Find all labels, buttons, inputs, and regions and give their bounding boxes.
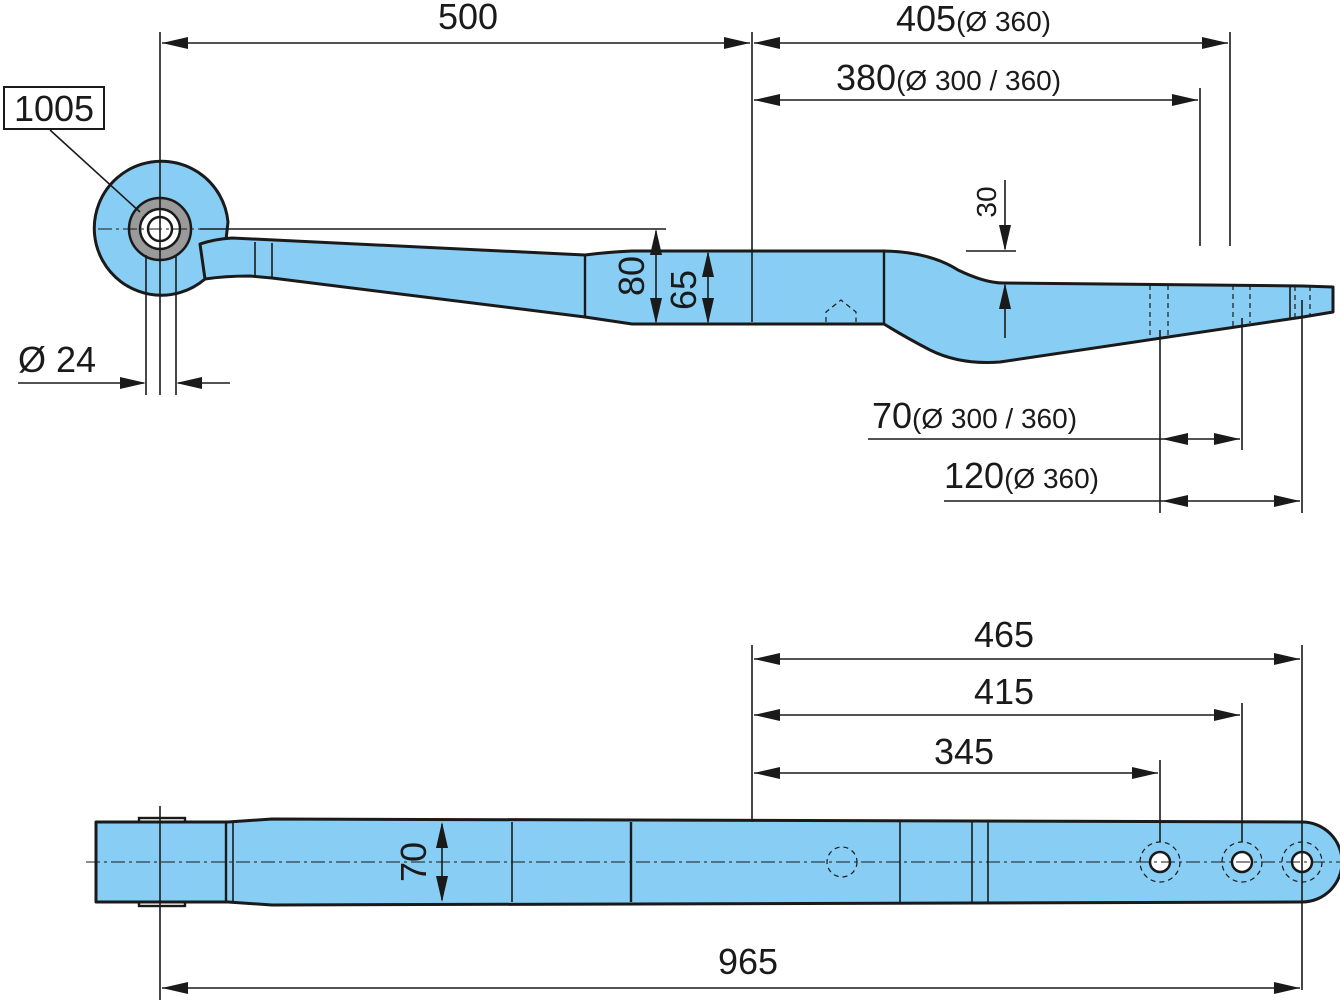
part-number: 1005: [14, 88, 94, 129]
dim-345: 345: [934, 731, 994, 772]
dim-500: 500: [438, 0, 498, 37]
top-dimension-lines: [159, 645, 1303, 1000]
dim-120-label: 120(Ø 360): [944, 455, 1099, 496]
dim-65: 65: [663, 270, 704, 310]
spring-leaf-side: [198, 236, 1335, 364]
top-view: [86, 816, 1340, 908]
dim-380-label: 380(Ø 300 / 360): [836, 57, 1061, 98]
hidden-center-bolt: [825, 299, 857, 322]
dim-70-label: 70(Ø 300 / 360): [872, 395, 1077, 436]
eye-edge-top: [137, 816, 187, 824]
dim-415: 415: [974, 671, 1034, 712]
dim-405-label: 405(Ø 360): [896, 0, 1051, 39]
dim-80: 80: [611, 256, 652, 296]
dim-width-70: 70: [393, 842, 434, 882]
side-view: [92, 159, 1335, 364]
top-labels: 465 415 345 70 965: [393, 614, 1034, 982]
part-number-box: [3, 86, 105, 130]
dim-965: 965: [718, 941, 778, 982]
eye-edge-bottom: [137, 900, 187, 908]
dim-465: 465: [974, 614, 1034, 655]
dim-30: 30: [971, 186, 1002, 217]
side-dimension-lines: [18, 32, 1303, 513]
side-labels: 1005 500 405(Ø 360) 380(Ø 300 / 360) 30 …: [3, 0, 1099, 496]
dim-eye-bore: Ø 24: [18, 339, 96, 380]
